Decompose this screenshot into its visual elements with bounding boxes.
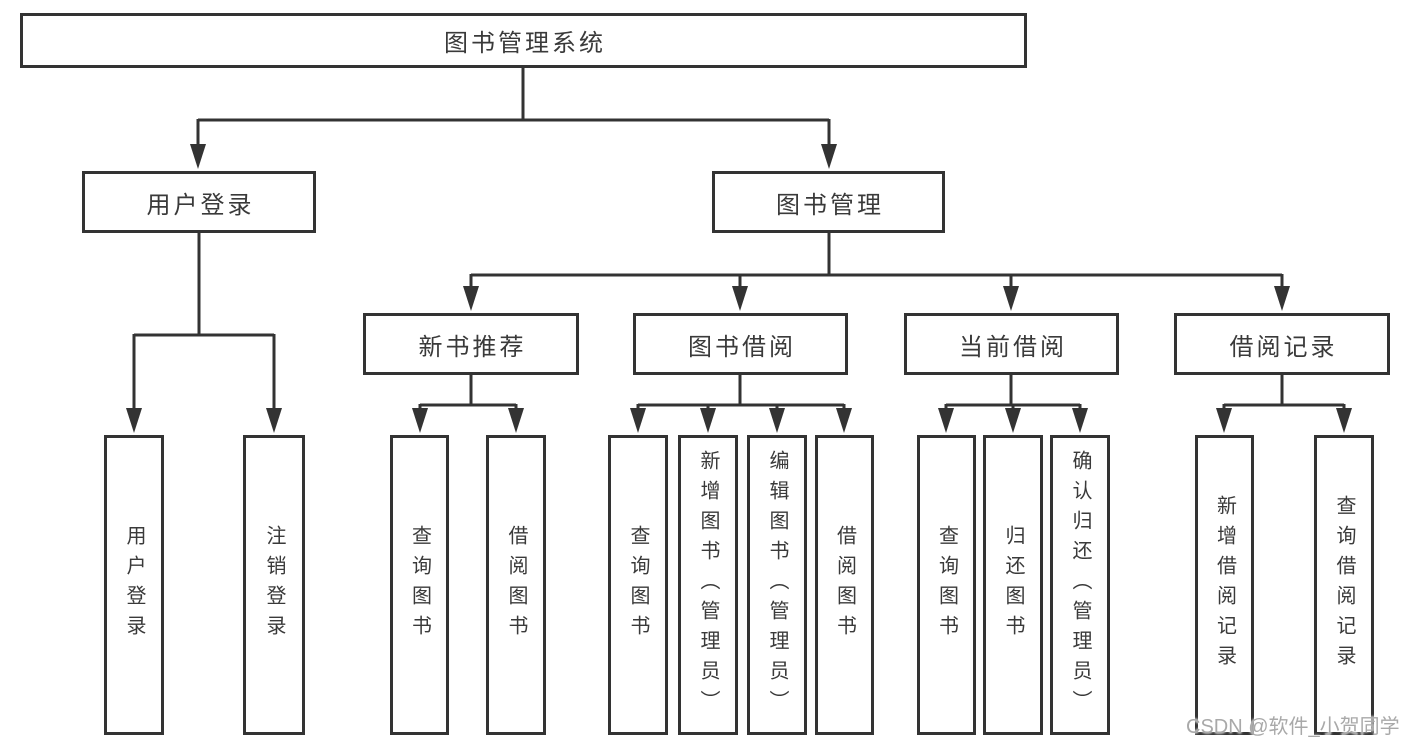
node-user-login: 用户登录 bbox=[82, 171, 316, 233]
node-book-management: 图书管理 bbox=[712, 171, 945, 233]
leaf-return-books: 归还图书 bbox=[983, 435, 1043, 735]
node-label: 借阅记录 bbox=[1229, 333, 1338, 361]
connector-user-login-to-children bbox=[126, 233, 282, 433]
node-label: 图书借阅 bbox=[688, 333, 796, 361]
node-borrowing-records: 借阅记录 bbox=[1174, 313, 1390, 375]
leaf-add-borrow-record: 新增借阅记录 bbox=[1195, 435, 1254, 735]
node-label: 图书管理系统 bbox=[444, 30, 606, 57]
connector-book-management-to-groups bbox=[463, 233, 1290, 311]
leaf-query-books-recommend: 查询图书 bbox=[390, 435, 449, 735]
leaf-query-books-current: 查询图书 bbox=[917, 435, 976, 735]
leaf-confirm-return-admin: 确认归还（管理员） bbox=[1050, 435, 1110, 735]
node-label: 用户登录 bbox=[146, 191, 255, 219]
leaf-borrow-books-recommend: 借阅图书 bbox=[486, 435, 546, 735]
node-library-system: 图书管理系统 bbox=[20, 13, 1027, 68]
leaf-label: 借阅图书 bbox=[505, 525, 527, 645]
leaf-label: 用户登录 bbox=[123, 525, 145, 645]
leaf-edit-books-admin: 编辑图书（管理员） bbox=[747, 435, 807, 735]
connector-book-borrowing-children bbox=[630, 375, 852, 433]
node-new-book-recommend: 新书推荐 bbox=[363, 313, 579, 375]
leaf-label: 编辑图书（管理员） bbox=[766, 450, 788, 720]
leaf-label: 新增图书（管理员） bbox=[697, 450, 719, 720]
leaf-label: 查询图书 bbox=[627, 525, 649, 645]
leaf-add-books-admin: 新增图书（管理员） bbox=[678, 435, 738, 735]
connector-current-borrowing-children bbox=[938, 375, 1088, 433]
node-label: 图书管理 bbox=[776, 191, 884, 219]
leaf-logout: 注销登录 bbox=[243, 435, 305, 735]
leaf-query-borrow-record: 查询借阅记录 bbox=[1314, 435, 1374, 735]
node-label: 当前借阅 bbox=[959, 333, 1067, 361]
connector-new-book-recommend-children bbox=[412, 375, 524, 433]
connector-root-to-level2 bbox=[190, 68, 837, 169]
leaf-label: 查询图书 bbox=[408, 525, 431, 645]
leaf-label: 注销登录 bbox=[263, 525, 285, 645]
leaf-label: 查询图书 bbox=[935, 525, 958, 645]
node-label: 新书推荐 bbox=[418, 333, 527, 361]
leaf-user-login: 用户登录 bbox=[104, 435, 164, 735]
connector-borrowing-records-children bbox=[1216, 375, 1352, 433]
leaf-label: 查询借阅记录 bbox=[1333, 495, 1355, 675]
leaf-label: 借阅图书 bbox=[833, 525, 856, 645]
leaf-label: 新增借阅记录 bbox=[1213, 495, 1236, 675]
node-current-borrowing: 当前借阅 bbox=[904, 313, 1119, 375]
leaf-borrow-books-borrowing: 借阅图书 bbox=[815, 435, 874, 735]
leaf-label: 归还图书 bbox=[1002, 525, 1024, 645]
node-book-borrowing: 图书借阅 bbox=[633, 313, 848, 375]
csdn-watermark: CSDN @软件_小贺同学 bbox=[1186, 716, 1400, 738]
leaf-query-books-borrowing: 查询图书 bbox=[608, 435, 668, 735]
leaf-label: 确认归还（管理员） bbox=[1069, 450, 1091, 720]
